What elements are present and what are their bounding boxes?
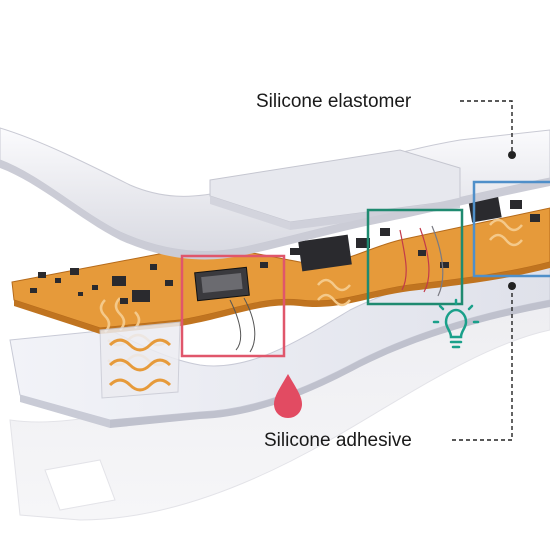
module-highlight-box bbox=[472, 180, 550, 278]
leader-dot-bottom bbox=[508, 282, 516, 290]
flexible-circuit-board bbox=[11, 195, 550, 399]
light-bulb-icon bbox=[432, 298, 480, 349]
optical-sensor-leads bbox=[399, 225, 444, 297]
sweat-sensor-highlight-box bbox=[180, 254, 286, 358]
microfluidic-chip bbox=[194, 266, 256, 353]
electronic-components bbox=[30, 195, 540, 304]
silicone-adhesive-label: Silicone adhesive bbox=[264, 430, 412, 451]
silicone-elastomer-label: Silicone elastomer bbox=[256, 91, 412, 112]
leader-dot-top bbox=[508, 151, 516, 159]
callout-leaders bbox=[452, 100, 513, 441]
optical-sensor-highlight-box bbox=[366, 208, 464, 306]
water-drop-icon bbox=[274, 374, 302, 418]
